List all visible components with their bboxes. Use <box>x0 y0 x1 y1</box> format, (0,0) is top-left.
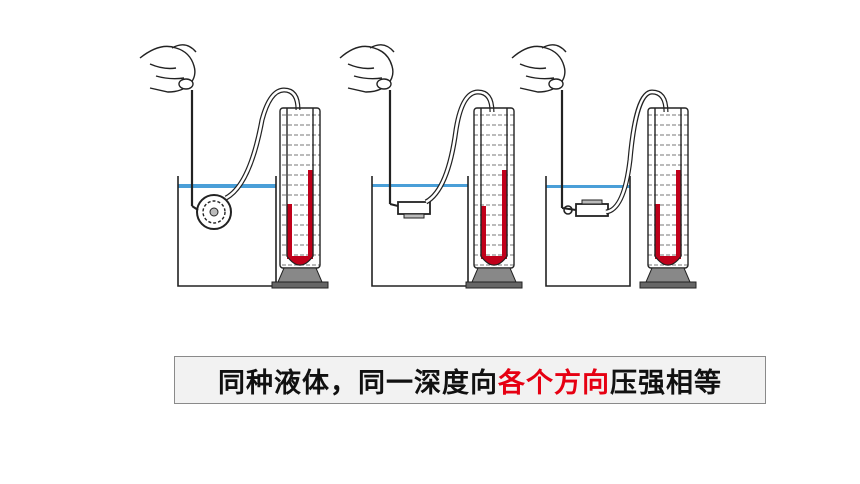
caption-text-after: 压强相等 <box>610 367 722 399</box>
liquid-right-3 <box>676 170 681 259</box>
u-tube-manometer-1 <box>271 107 329 289</box>
hand-2 <box>339 44 395 93</box>
probe-box-2 <box>389 201 431 219</box>
liquid-left-2 <box>481 206 486 259</box>
liquid-right-2 <box>502 170 507 259</box>
caption-text-before: 同种液体，同一深度向 <box>218 367 498 399</box>
u-tube-manometer-2 <box>465 107 523 289</box>
beaker-3 <box>545 176 631 287</box>
probe-box-3 <box>561 199 609 217</box>
water-surface-2 <box>372 184 468 187</box>
liquid-right-1 <box>308 170 313 259</box>
apparatus-1 <box>139 44 329 289</box>
apparatus-3 <box>511 44 697 289</box>
apparatus-2 <box>339 44 523 289</box>
hand-1 <box>139 44 197 93</box>
water-surface-1 <box>178 184 276 188</box>
liquid-left-3 <box>655 204 660 259</box>
beaker-1 <box>177 176 277 287</box>
conclusion-caption: 同种液体，同一深度向各个方向压强相等 <box>174 356 766 404</box>
water-surface-3 <box>546 185 630 188</box>
probe-box-1 <box>191 194 232 230</box>
liquid-left-1 <box>287 204 292 259</box>
beaker-2 <box>371 176 469 287</box>
u-tube-manometer-3 <box>639 107 697 289</box>
hand-3 <box>511 44 567 93</box>
caption-text-highlight: 各个方向 <box>498 367 610 399</box>
